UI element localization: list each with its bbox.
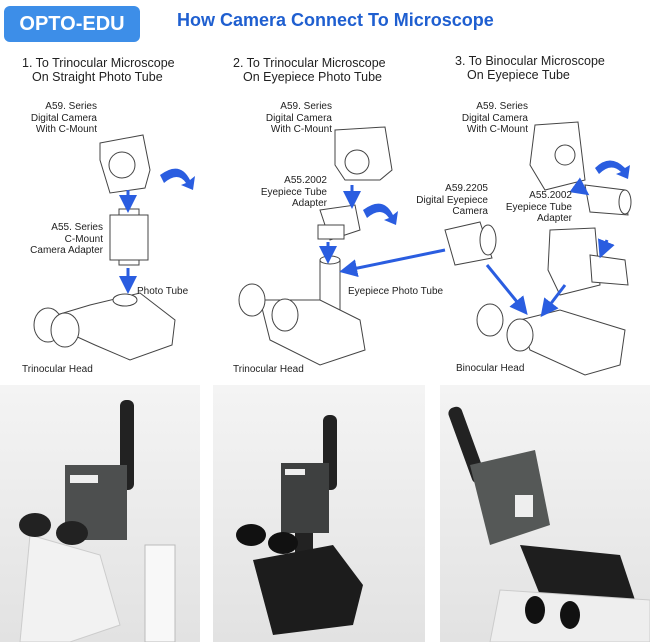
step-3-line2: On Eyepiece Tube xyxy=(467,68,570,82)
step-1-line2: On Straight Photo Tube xyxy=(32,70,163,84)
trinocular-head-drawing-1 xyxy=(33,292,176,361)
arrows xyxy=(119,177,615,318)
photo-tube-label: Photo Tube xyxy=(137,286,189,297)
step-2-title: 2. To Trinocular Microscope On Eyepiece … xyxy=(233,56,386,84)
c-mount-adapter-drawing xyxy=(109,208,149,266)
camera-with-adapter-drawing xyxy=(547,227,629,296)
trinocular-head-drawing-2 xyxy=(238,255,366,366)
eyepiece-adapter-drawing-2 xyxy=(317,204,361,241)
page-title: How Camera Connect To Microscope xyxy=(177,10,494,30)
photo-trinocular-eyepiece xyxy=(213,385,425,642)
eyepiece-camera-drawing xyxy=(444,221,497,266)
camera-drawing-1 xyxy=(99,134,151,194)
step-1-line1: 1. To Trinocular Microscope xyxy=(22,56,175,70)
step-3-line1: 3. To Binocular Microscope xyxy=(455,54,605,68)
camera-drawing-3 xyxy=(529,121,586,191)
brand-logo: OPTO-EDU xyxy=(4,6,140,42)
eyepiece-adapter-drawing-3 xyxy=(584,184,632,216)
step-3-title: 3. To Binocular Microscope On Eyepiece T… xyxy=(455,54,605,82)
step-2-line1: 2. To Trinocular Microscope xyxy=(233,56,386,70)
step-2-line2: On Eyepiece Photo Tube xyxy=(243,70,382,84)
eyepiece-photo-tube-label: Eyepiece Photo Tube xyxy=(348,286,444,297)
photo-binocular-eyepiece xyxy=(440,385,650,642)
step-1-title: 1. To Trinocular Microscope On Straight … xyxy=(22,56,175,84)
rotate-arrows xyxy=(160,160,630,225)
binocular-head-drawing xyxy=(476,303,626,376)
connection-diagram xyxy=(33,121,632,376)
head-label-1: Trinocular Head xyxy=(22,364,93,375)
microscope-head xyxy=(19,534,121,642)
head-label-3: Binocular Head xyxy=(456,363,525,374)
camera-drawing-2 xyxy=(334,126,393,181)
head-label-2: Trinocular Head xyxy=(233,364,304,375)
photo-trinocular-straight xyxy=(0,385,200,642)
